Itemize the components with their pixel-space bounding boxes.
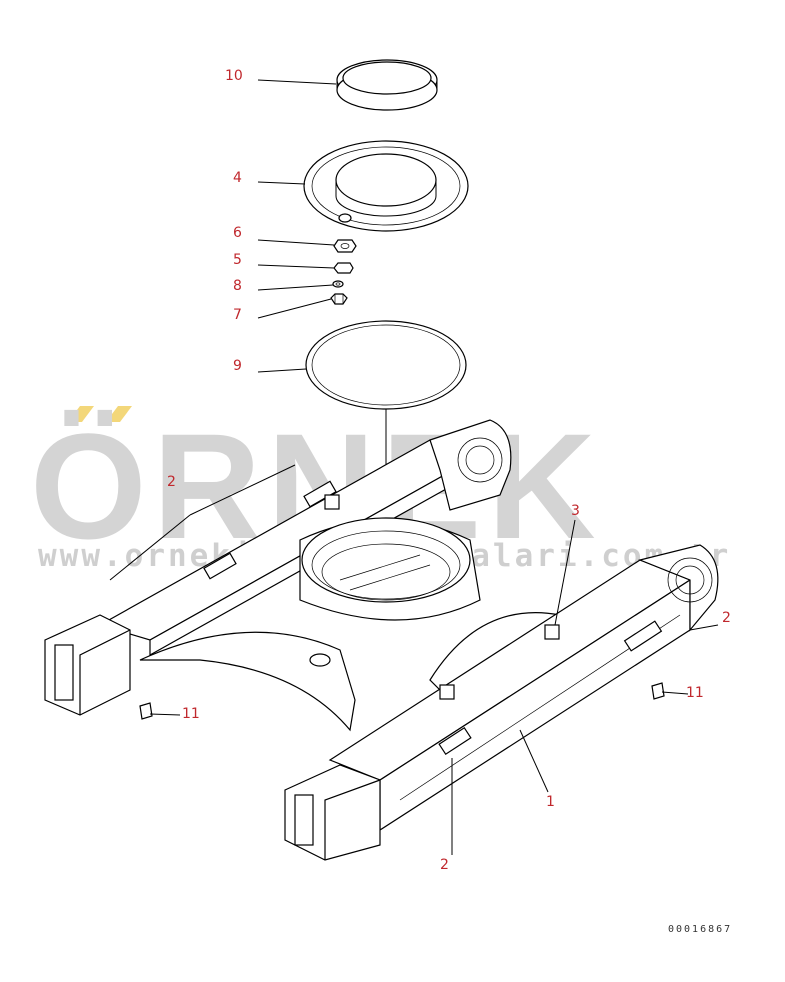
- part-8-washer: [332, 280, 344, 288]
- callout-10: 10: [225, 68, 243, 84]
- callout-5: 5: [233, 252, 242, 268]
- callout-2-right: 2: [722, 610, 731, 626]
- callout-1: 1: [546, 794, 555, 810]
- callout-3: 3: [571, 503, 580, 519]
- part-10-seal-ring: [336, 59, 438, 111]
- drawing-number: 00016867: [668, 924, 732, 935]
- part-6-plate: [333, 239, 357, 253]
- callouts: 10 4 6 5 8 7 9 2 3 2 11 11 1 2: [167, 68, 731, 873]
- part-7-nut: [330, 293, 348, 305]
- part-4-cover-plate: [303, 140, 469, 232]
- callout-8: 8: [233, 278, 242, 294]
- callout-9: 9: [233, 358, 242, 374]
- part-5-shim: [333, 262, 354, 274]
- leader-lines: [109, 79, 719, 855]
- watermark-accent-mark: [106, 406, 132, 422]
- part-9-o-ring: [305, 320, 467, 410]
- callout-11-right: 11: [686, 685, 704, 701]
- callout-4: 4: [233, 170, 242, 186]
- watermark-accent-mark: [68, 406, 94, 422]
- part-1-track-frame: [44, 419, 719, 861]
- callout-2-front: 2: [440, 857, 449, 873]
- callout-7: 7: [233, 307, 242, 323]
- callout-11-left: 11: [182, 706, 200, 722]
- callout-6: 6: [233, 225, 242, 241]
- callout-2-rear: 2: [167, 474, 176, 490]
